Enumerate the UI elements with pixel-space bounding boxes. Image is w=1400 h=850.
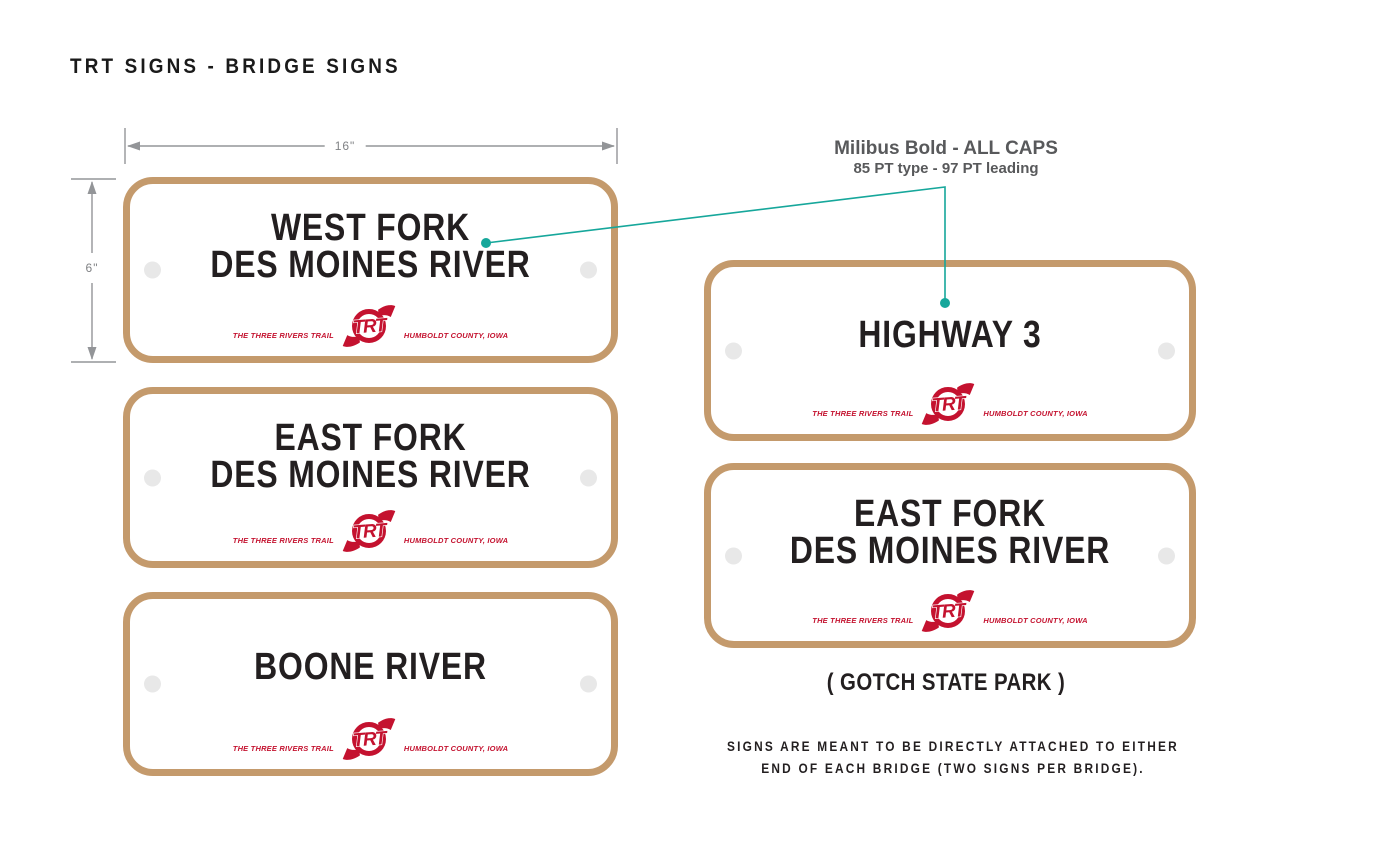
sign-title: HIGHWAY 3 (749, 314, 1151, 356)
sign-title: BOONE RIVER (168, 646, 572, 688)
installation-note: SIGNS ARE MEANT TO BE DIRECTLY ATTACHED … (727, 736, 1179, 780)
sign-west-fork-des-moines-river: WEST FORK DES MOINES RIVER THE THREE RIV… (123, 177, 618, 363)
trt-logo-icon: TRT (922, 383, 975, 425)
page-title: TRT SIGNS - BRIDGE SIGNS (70, 55, 401, 78)
logo-right-text: HUMBOLDT COUNTY, IOWA (983, 616, 1088, 625)
type-spec-annotation: Milibus Bold - ALL CAPS 85 PT type - 97 … (834, 138, 1058, 178)
sign-title-line: BOONE RIVER (254, 646, 487, 688)
logo-right-text: HUMBOLDT COUNTY, IOWA (403, 744, 509, 753)
trt-monogram: TRT (352, 520, 389, 543)
trt-monogram: TRT (352, 315, 389, 338)
sign-title-line: DES MOINES RIVER (210, 244, 531, 286)
logo-left-text: THE THREE RIVERS TRAIL (232, 331, 334, 340)
mounting-hole-right (580, 675, 597, 693)
sign-title: EAST FORK DES MOINES RIVER (749, 493, 1151, 572)
trt-monogram: TRT (931, 393, 968, 416)
mounting-hole-left (144, 675, 161, 693)
mounting-hole-right (580, 469, 597, 486)
mounting-hole-left (144, 469, 161, 486)
sign-east-fork-des-moines-river-gotch: EAST FORK DES MOINES RIVER THE THREE RIV… (704, 463, 1196, 648)
logo-right-text: HUMBOLDT COUNTY, IOWA (403, 331, 509, 340)
logo-left-text: THE THREE RIVERS TRAIL (232, 536, 334, 545)
trt-logo-icon: TRT (922, 590, 975, 632)
mounting-hole-right (1158, 342, 1175, 359)
sign-title-line: DES MOINES RIVER (789, 530, 1111, 572)
sign-title-line: DES MOINES RIVER (210, 454, 531, 496)
logo-left-text: THE THREE RIVERS TRAIL (232, 744, 334, 753)
trt-logo-icon: TRT (342, 305, 396, 347)
trt-logo-row: THE THREE RIVERS TRAIL TRT HUMBOLDT COUN… (130, 507, 611, 555)
type-spec-font: Milibus Bold - ALL CAPS (834, 138, 1058, 159)
trt-logo-icon: TRT (342, 718, 396, 760)
mounting-hole-left (725, 547, 742, 564)
sign-title: WEST FORK DES MOINES RIVER (168, 207, 572, 286)
trt-monogram: TRT (352, 728, 389, 751)
sign-boone-river: BOONE RIVER THE THREE RIVERS TRAIL TRT H… (123, 592, 618, 776)
installation-note-line: END OF EACH BRIDGE (TWO SIGNS PER BRIDGE… (761, 761, 1145, 776)
logo-left-text: THE THREE RIVERS TRAIL (812, 409, 914, 418)
sign-title: EAST FORK DES MOINES RIVER (168, 417, 572, 496)
width-dimension-lines (124, 128, 618, 164)
height-dimension-label: 6" (83, 253, 101, 283)
sign-east-fork-des-moines-river: EAST FORK DES MOINES RIVER THE THREE RIV… (123, 387, 618, 568)
mounting-hole-right (580, 261, 597, 279)
sign-highway-3: HIGHWAY 3 THE THREE RIVERS TRAIL TRT HUM… (704, 260, 1196, 441)
trt-logo-row: THE THREE RIVERS TRAIL TRT HUMBOLDT COUN… (130, 302, 611, 350)
sign-title-line: WEST FORK (270, 207, 471, 249)
logo-right-text: HUMBOLDT COUNTY, IOWA (983, 409, 1088, 418)
logo-left-text: THE THREE RIVERS TRAIL (812, 616, 914, 625)
installation-note-line: SIGNS ARE MEANT TO BE DIRECTLY ATTACHED … (727, 739, 1179, 754)
mounting-hole-left (725, 342, 742, 359)
logo-right-text: HUMBOLDT COUNTY, IOWA (403, 536, 509, 545)
mounting-hole-right (1158, 547, 1175, 564)
sign-title-line: EAST FORK (854, 493, 1046, 535)
gotch-state-park-caption: ( GOTCH STATE PARK ) (826, 669, 1066, 696)
type-spec-size: 85 PT type - 97 PT leading (853, 160, 1039, 177)
trt-logo-icon: TRT (342, 510, 396, 552)
sign-title-line: EAST FORK (274, 417, 467, 459)
width-dimension-label: 16" (324, 139, 366, 153)
mounting-hole-left (144, 261, 161, 279)
trt-logo-row: THE THREE RIVERS TRAIL TRT HUMBOLDT COUN… (711, 587, 1189, 635)
trt-monogram: TRT (931, 600, 968, 623)
sign-title-line: HIGHWAY 3 (858, 314, 1042, 356)
trt-logo-row: THE THREE RIVERS TRAIL TRT HUMBOLDT COUN… (711, 380, 1189, 428)
trt-logo-row: THE THREE RIVERS TRAIL TRT HUMBOLDT COUN… (130, 715, 611, 763)
